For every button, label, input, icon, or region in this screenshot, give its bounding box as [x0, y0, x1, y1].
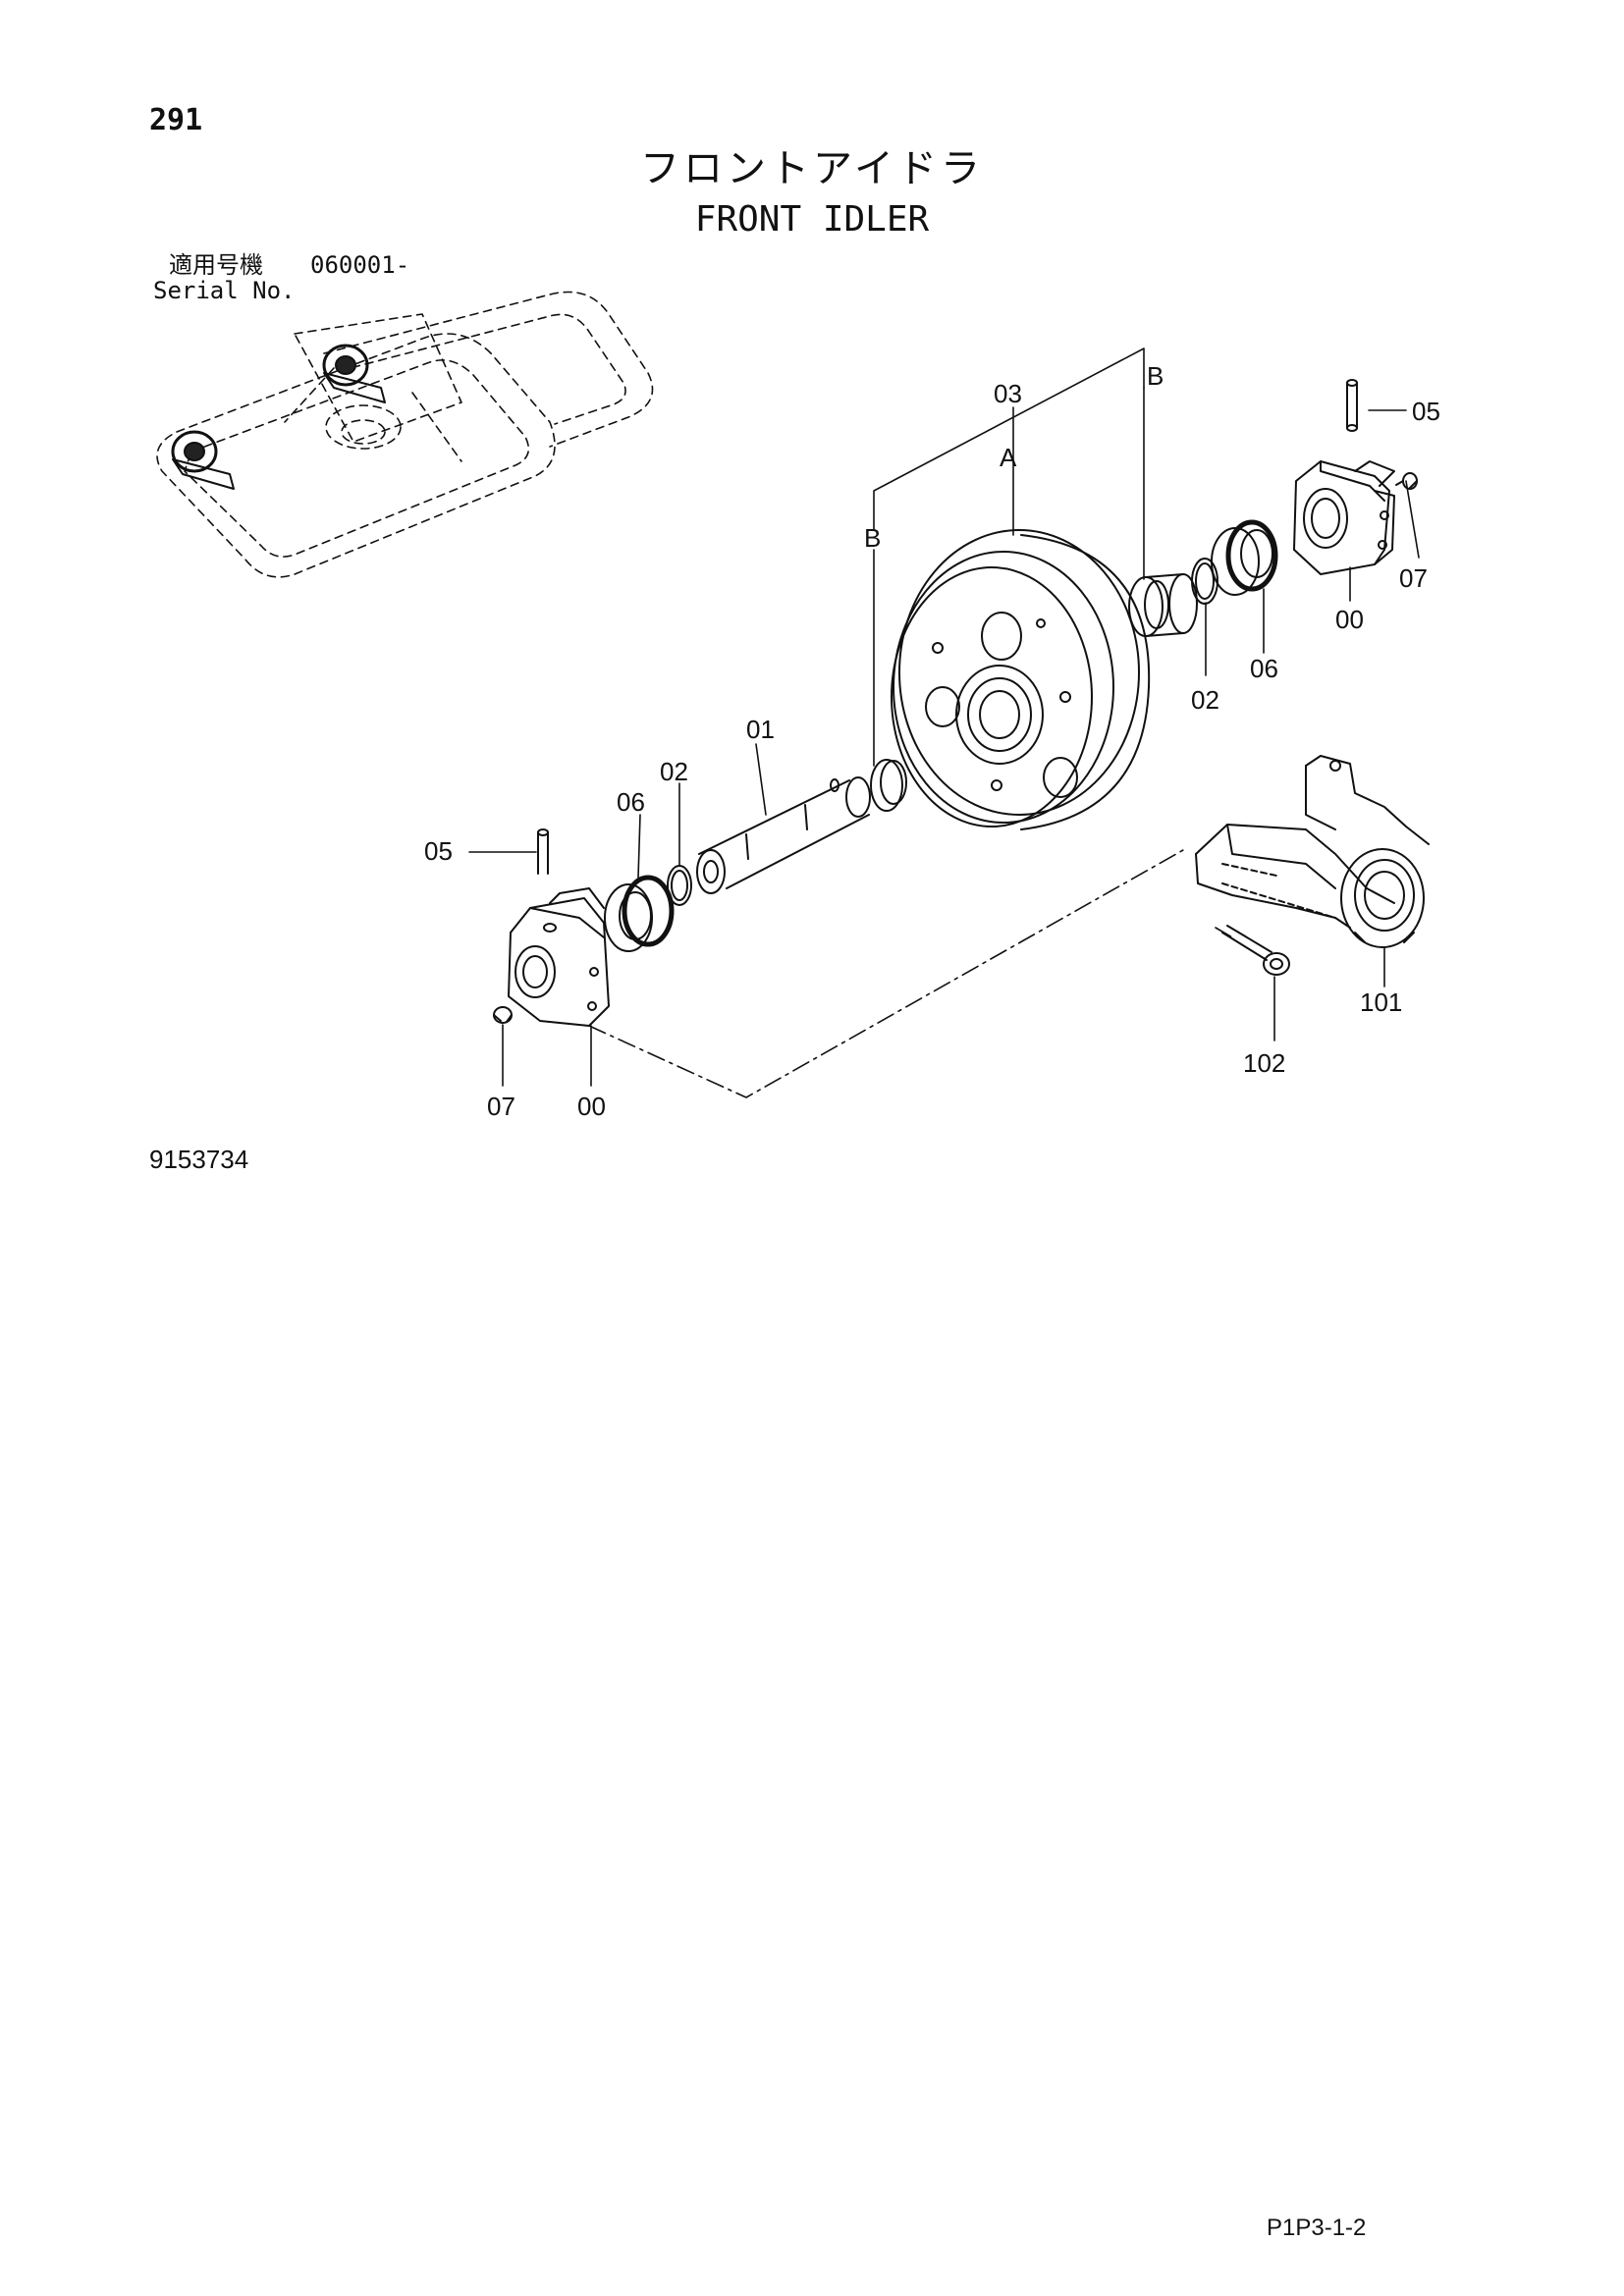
seal-left: [604, 875, 675, 952]
plug-right: [1395, 472, 1418, 490]
callout-b-right: B: [1147, 361, 1164, 391]
assembly-guide-lines: [588, 849, 1233, 1098]
drawing-number: 9153734: [149, 1145, 249, 1174]
callout-06-left: 06: [617, 787, 645, 817]
page-code: P1P3-1-2: [1267, 2215, 1367, 2241]
idler-wheel: [891, 529, 1151, 830]
callout-05-left: 05: [424, 836, 453, 866]
page-title-japanese: フロントアイドラ: [640, 146, 984, 191]
pin-right: [1346, 379, 1358, 432]
exploded-parts-diagram: 03 A B B 05 00 07 06 02 01 02 06 05 07 0…: [156, 291, 1440, 1121]
bearing-block-left: [508, 887, 610, 1027]
callout-b-left: B: [864, 523, 881, 553]
locator-idler-highlight-bottom: [171, 430, 235, 490]
assembly-bracket-lines: [873, 347, 1145, 767]
callout-03: 03: [994, 379, 1022, 408]
serial-label: Serial No.: [153, 277, 296, 304]
callout-101: 101: [1360, 988, 1402, 1017]
serial-range: 060001-: [310, 251, 410, 279]
leader-lines: [468, 406, 1420, 1087]
yoke: [1195, 755, 1430, 948]
retaining-ring-left: [870, 759, 907, 812]
bolt: [1221, 925, 1290, 976]
pin-left: [537, 828, 549, 875]
bushing-right: [1128, 573, 1198, 637]
callout-05-right: 05: [1412, 397, 1440, 426]
page-title: FRONT IDLER: [694, 199, 930, 240]
callout-00-right: 00: [1335, 605, 1364, 634]
callout-102: 102: [1243, 1048, 1285, 1078]
undercarriage-locator-thumbnail: [156, 291, 654, 578]
callout-07-right: 07: [1399, 563, 1428, 593]
plug-left: [493, 1006, 513, 1024]
shaft: [696, 776, 871, 894]
callout-02-right: 02: [1191, 685, 1219, 715]
callout-06-right: 06: [1250, 654, 1278, 683]
callout-00-left: 00: [577, 1092, 606, 1121]
seal-right: [1211, 519, 1278, 596]
callout-02-left: 02: [660, 757, 688, 786]
callout-01: 01: [746, 715, 775, 744]
o-ring-right: [1191, 558, 1218, 605]
bearing-block-right: [1293, 460, 1395, 575]
serial-label-japanese: 適用号機: [169, 251, 263, 279]
callout-07-left: 07: [487, 1092, 515, 1121]
page-number: 291: [149, 103, 203, 137]
locator-idler-highlight-top: [322, 344, 386, 403]
callout-a: A: [1000, 443, 1017, 472]
